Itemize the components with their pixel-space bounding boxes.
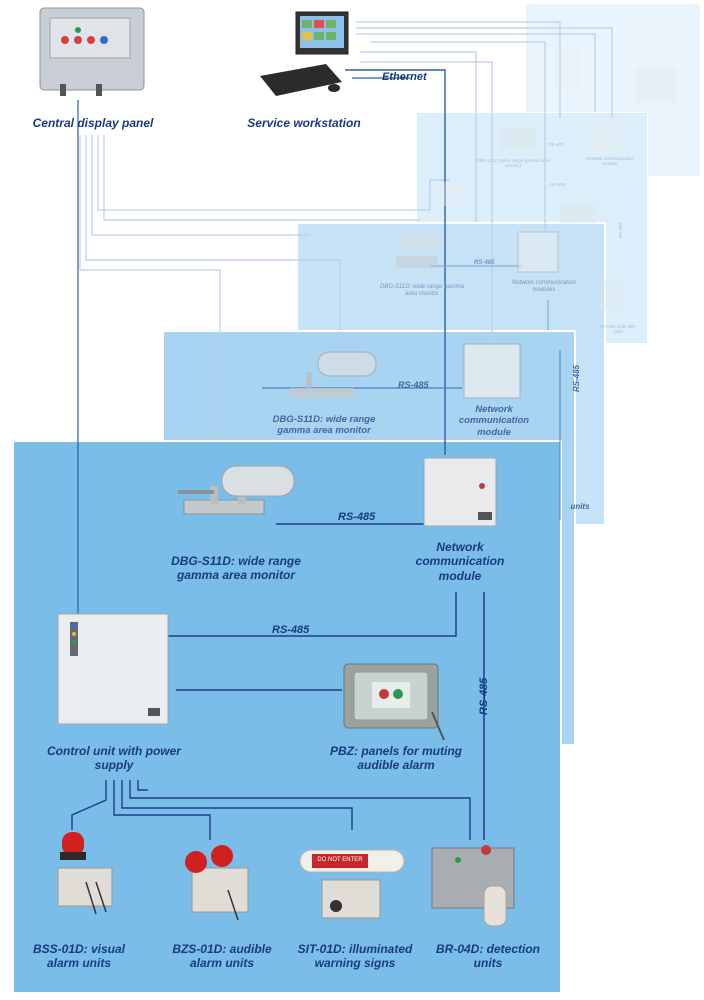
dbg-s11d-label-2: DBG-S11D: wide range gamma area monitor [272,414,376,437]
br-04d-device [431,845,515,927]
network-communication-module-device [423,457,497,527]
dbg-s11d-label-4: DBG-S11D (wide range gamma area monitor) [476,158,550,169]
pbz-device [343,663,445,741]
rs485-label-2-side: RS-485 [572,364,581,392]
central-display-panel-device [39,7,145,96]
dbg-s11d-device-2 [290,351,377,398]
rs485-label-2: RS-485 [398,380,429,390]
rs485-control-ncm [160,592,457,637]
rs485-label-4b: RS-485 [550,182,566,187]
dbg-s11d-device-3 [396,232,440,268]
control-unit-device [57,613,169,725]
service-workstation-device [260,11,349,96]
ncm-label-4: Network communication module [585,156,635,167]
bss-01d-label: BSS-01D: visual alarm units [32,942,126,971]
devices-layer-4 [436,120,624,310]
ncm-label-2: Network communication module [458,404,530,438]
rs485-label-mid: RS-485 [272,624,310,636]
ncm-label: Network communication module [415,540,505,583]
service-workstation-label: Service workstation [247,116,361,130]
ncm-device-3 [517,231,559,273]
br-04d-label: BR-04D: detection units [435,942,540,971]
rs485-label-4-side: RS-485 [618,222,623,238]
ethernet-line [345,69,446,455]
sit-01d-label: SIT-01D: illuminated warning signs [297,942,413,971]
rs485-label-3: RS-485 [474,260,495,266]
sit-01d-device [299,849,405,919]
pbz-label: PBZ: panels for muting audible alarm [330,744,462,773]
bzs-01d-label: BZS-01D: audible alarm units [172,942,272,971]
bss-01d-device [57,832,113,915]
devices-layer-5 [556,48,690,160]
do-not-enter-sign: DO NOT ENTER [317,857,363,863]
dbg-s11d-label: DBG-S11D: wide range gamma area monitor [171,554,301,583]
units-fragment-label: units [570,502,590,511]
control-unit-label: Control unit with power supply [47,744,181,773]
dbg-s11d-device [178,465,295,515]
ethernet-label: Ethernet [382,71,427,83]
rs485-label-top: RS-485 [338,511,376,523]
ncm-label-3: Network communication modules [511,280,577,294]
central-display-panel-label: Central display panel [32,116,154,130]
units-label-4: RS-04D units (BR-04D) [599,324,637,335]
dbg-s11d-label-3: DBG-S11D: wide range gamma area monitor [380,284,464,298]
ethernet-lines-faint [79,21,613,440]
bzs-01d-device [185,845,249,921]
control-to-alarm-lines [71,780,471,840]
rs485-label-vertical: RS-485 [478,677,490,715]
ncm-device-2 [463,343,521,399]
rs485-label-4: RS-485 [548,142,564,147]
